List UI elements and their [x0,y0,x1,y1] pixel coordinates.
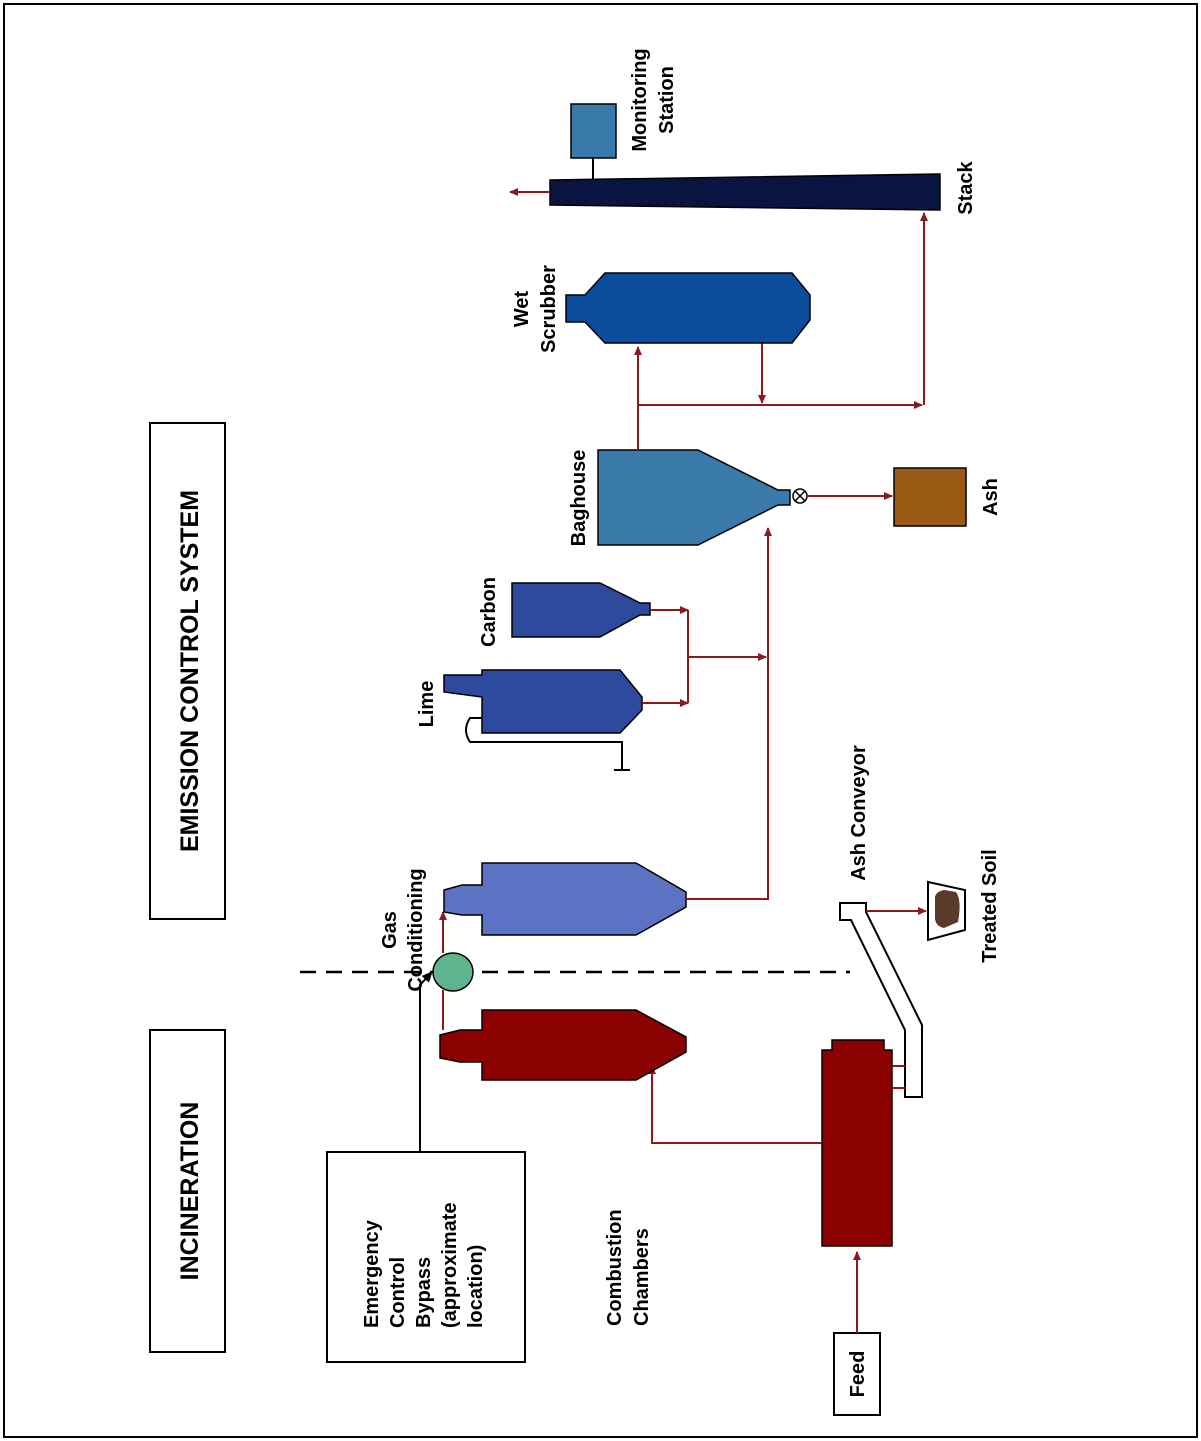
carbon-silo [511,582,651,638]
gas-conditioning-line-2: Conditioning [405,868,427,991]
bypass-valve [432,952,474,992]
ash-conveyor [839,902,923,1098]
lime-label: Lime [416,681,438,728]
emergency-bypass-label: Emergency Control Bypass (approximate lo… [361,1202,487,1328]
lime-feed-pipe [465,717,623,770]
emergency-bypass-line-1: Emergency [361,1219,383,1328]
gas-conditioning-vessel [443,862,687,936]
emission-control-header-box [149,422,226,920]
conditioning-to-baghouse-line [686,527,772,900]
carbon-label: Carbon [478,577,500,647]
feed-box [833,1332,881,1416]
baghouse-label: Baghouse [568,450,590,547]
rotary-valve-cross-b [794,490,806,502]
bypass-arrow [419,971,433,1152]
rotary-kiln [821,1039,893,1247]
incineration-header: INCINERATION [176,1102,204,1281]
diagram-frame [3,3,1198,1438]
incineration-header-box [149,1029,226,1353]
emergency-bypass-box [326,1151,526,1363]
treated-soil-label: Treated Soil [979,849,1001,962]
monitoring-station-line-2: Station [656,66,678,134]
ash-label: Ash [980,478,1002,516]
treated-soil-pile [934,890,960,928]
stack [549,173,941,211]
kiln-to-chamber-line [648,1065,822,1144]
ash-conveyor-label: Ash Conveyor [848,745,870,881]
lime-silo [443,669,643,734]
gas-conditioning-line-1: Gas [379,911,401,949]
wet-scrubber [565,272,811,344]
monitoring-station-line-1: Monitoring [629,48,651,151]
wet-scrubber-line-1: Wet [511,291,533,328]
emission-control-header: EMISSION CONTROL SYSTEM [176,490,204,852]
combustion-chambers-line-2: Chambers [631,1228,653,1326]
baghouse [597,449,791,546]
stack-label: Stack [955,160,977,214]
secondary-combustion-chamber [439,1009,687,1081]
feed-label: Feed [847,1351,869,1398]
wet-scrubber-line-2: Scrubber [538,265,560,353]
emergency-bypass-line-3: Bypass [413,1257,435,1328]
emergency-bypass-line-5: location) [465,1245,487,1328]
emergency-bypass-line-4: (approximate [439,1202,461,1328]
emergency-bypass-line-2: Control [387,1257,409,1328]
combustion-chambers-line-1: Combustion [604,1209,626,1326]
ash-bin [893,467,967,527]
monitoring-station-box [570,103,617,159]
